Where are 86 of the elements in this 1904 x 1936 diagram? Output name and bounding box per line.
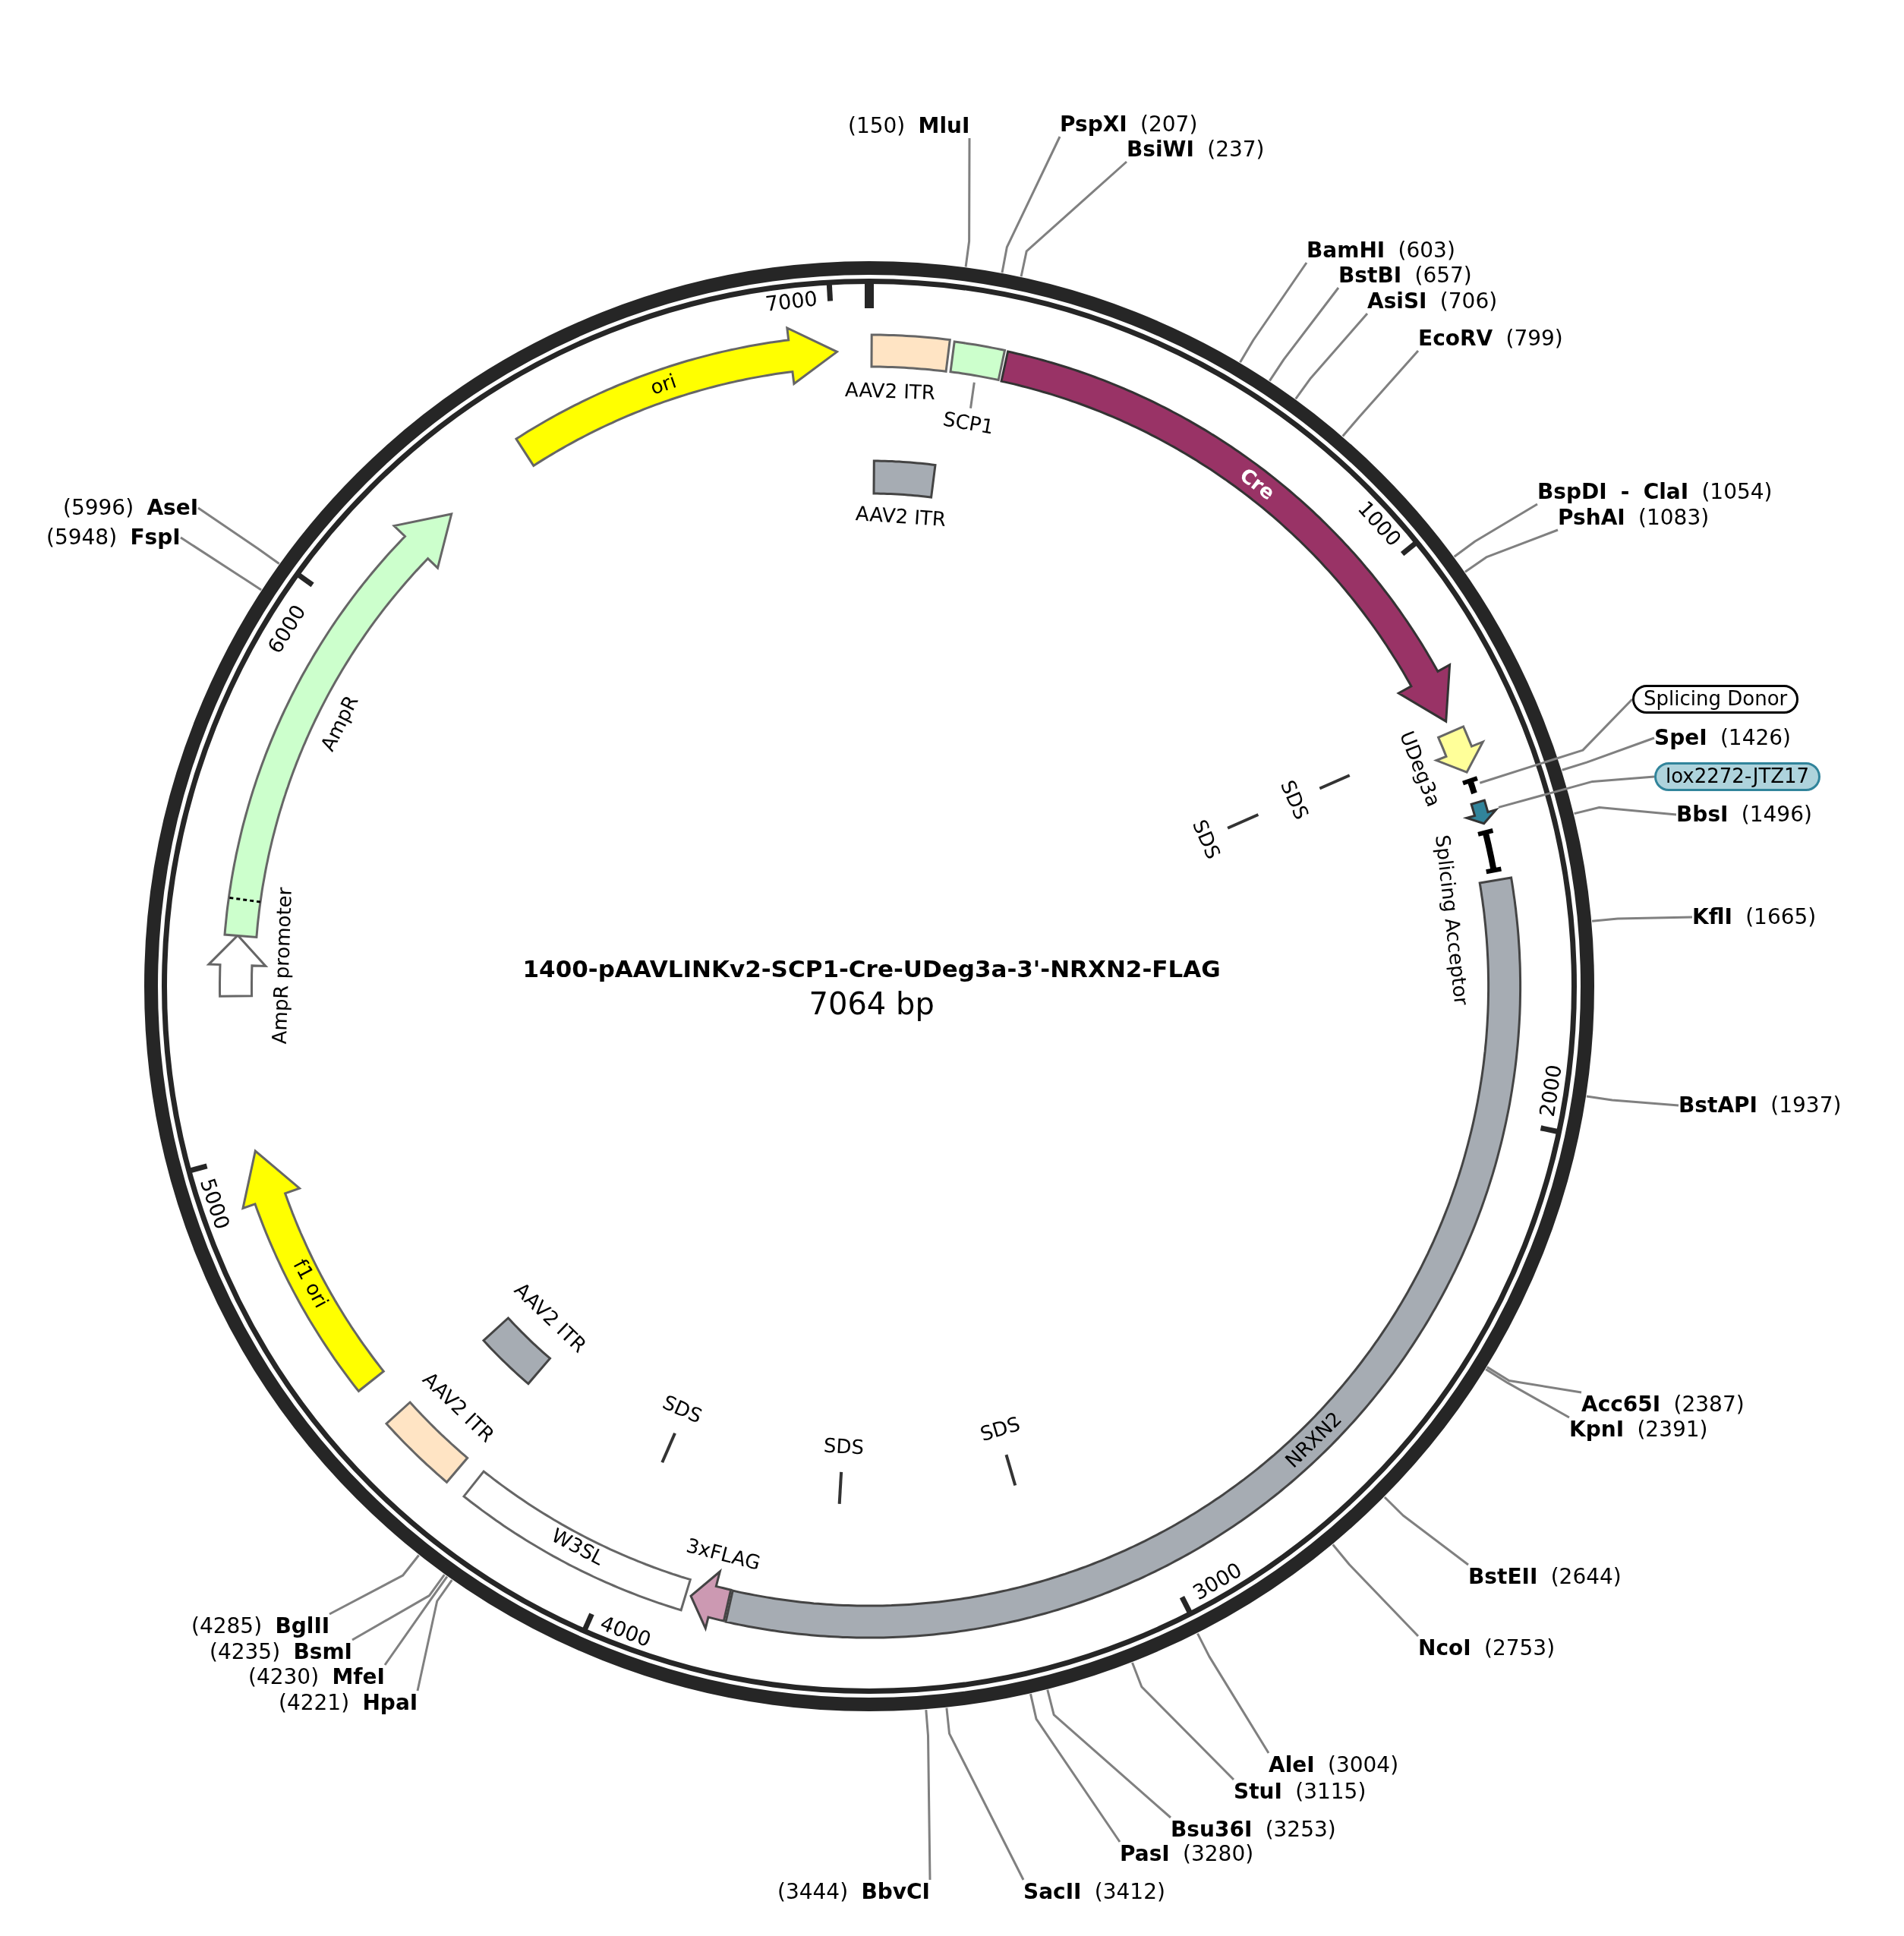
leader-line [1294, 313, 1369, 400]
enzyme-site-label: PshAI (1083) [1558, 506, 1710, 531]
enzyme-site-label: (4221) HpaI [279, 1691, 418, 1716]
enzyme-site-label: (4230) MfeI [248, 1665, 385, 1690]
leader-line [197, 506, 280, 565]
enzyme-site-label: AleI (3004) [1269, 1753, 1399, 1778]
enzyme-site-label: BstAPI (1937) [1679, 1093, 1842, 1118]
leader-line [1196, 1632, 1270, 1754]
enzyme-site-label: AsiSI (706) [1367, 289, 1498, 314]
leader-line [945, 1707, 1025, 1881]
site-label: SDS [1275, 777, 1313, 824]
enzyme-site-label: PasI (3280) [1120, 1842, 1254, 1867]
tick-label: 7000 [764, 286, 818, 317]
feature-line [1461, 775, 1480, 796]
leader-line [1383, 1496, 1469, 1566]
site-label: SDS [978, 1413, 1023, 1446]
enzyme-site-label: SacII (3412) [1023, 1880, 1165, 1905]
leader-line [1239, 262, 1308, 363]
enzyme-site-label: BsiWI (237) [1127, 137, 1265, 162]
feature-label: 3xFLAG [684, 1534, 763, 1575]
leader-line [1485, 1368, 1570, 1419]
leader-line [1479, 698, 1634, 784]
leader-line [1001, 136, 1061, 273]
enzyme-site-label: BspDI - ClaI (1054) [1537, 480, 1773, 505]
feature-label: Cre [1235, 463, 1279, 505]
leader-line [1453, 503, 1538, 558]
feature-label: Splicing Acceptor [1430, 833, 1472, 1007]
feature-label: SCP1 [941, 408, 996, 440]
leader-line [1486, 1366, 1582, 1394]
tick-label: 2000 [1534, 1063, 1566, 1118]
enzyme-site-label: BamHI (603) [1307, 238, 1455, 263]
leader-line [1464, 528, 1559, 573]
enzyme-site-label: PspXI (207) [1060, 112, 1198, 137]
enzyme-site-label: NcoI (2753) [1418, 1636, 1556, 1661]
feature-label: ori [647, 370, 679, 400]
enzyme-site-label: Acc65I (2387) [1581, 1392, 1745, 1417]
enzyme-site-label: (4285) BglII [191, 1614, 330, 1639]
site-label: SDS [1187, 816, 1225, 863]
enzyme-site-label: (5996) AseI [63, 496, 199, 521]
enzyme-site-label: Bsu36I (3253) [1171, 1818, 1336, 1843]
feature-label: f1 ori [288, 1255, 333, 1312]
leader-line [180, 536, 262, 591]
leader-line [1046, 1689, 1171, 1819]
leader-line [1131, 1662, 1235, 1781]
enzyme-site-label: (3444) BbvCI [777, 1880, 930, 1905]
enzyme-site-label: KflI (1665) [1692, 905, 1817, 930]
enzyme-site-label: StuI (3115) [1234, 1780, 1367, 1805]
leader-line [1020, 160, 1127, 277]
enzyme-site-label: BbsI (1496) [1676, 802, 1812, 828]
feature-label: AAV2 ITR [854, 503, 947, 532]
feature-label: AmpR promoter [268, 887, 297, 1045]
enzyme-site-label: BstEII (2644) [1468, 1565, 1622, 1590]
feature-label: AAV2 ITR [844, 379, 936, 405]
leader-line [1029, 1693, 1121, 1843]
leader-line [351, 1574, 446, 1641]
map-title: 1400-pAAVLINKv2-SCP1-Cre-UDeg3a-3'-NRXN2-FLAG [522, 956, 1221, 983]
leader-line [1498, 775, 1655, 809]
tick-label: 5000 [195, 1175, 235, 1233]
enzyme-site-label: (5948) FspI [46, 525, 181, 550]
leader-line [383, 1575, 449, 1666]
leader-line [925, 1709, 932, 1881]
leader-line [329, 1554, 420, 1616]
enzyme-site-label: EcoRV (799) [1418, 326, 1563, 352]
leader-line [1586, 1095, 1679, 1107]
feature-tag: Splicing Donor [1632, 685, 1799, 714]
site-label: SDS [659, 1391, 706, 1429]
plasmid-size: 7064 bp [809, 986, 935, 1021]
enzyme-site-label: (4235) BsmI [210, 1640, 352, 1665]
leader-line [1332, 1543, 1420, 1638]
leader-line [1269, 287, 1340, 382]
leader-line [1591, 916, 1693, 922]
pointed-feature-block [1464, 798, 1499, 826]
enzyme-site-label: SpeI (1426) [1654, 726, 1792, 751]
feature-tag: lox2272-JTZ17 [1654, 762, 1821, 791]
leader-line [416, 1579, 453, 1692]
tick-label: 4000 [597, 1611, 655, 1652]
enzyme-site-label: (150) MluI [848, 114, 970, 139]
enzyme-site-label: KpnI (2391) [1569, 1417, 1708, 1443]
leader-line [964, 138, 971, 267]
enzyme-site-label: BstBI (657) [1338, 263, 1472, 289]
feature-block [947, 339, 1007, 383]
leader-line [1341, 350, 1420, 437]
leader-line [969, 382, 976, 408]
leader-line [1574, 806, 1677, 816]
site-label: SDS [822, 1434, 865, 1460]
leader-line [1562, 736, 1655, 771]
